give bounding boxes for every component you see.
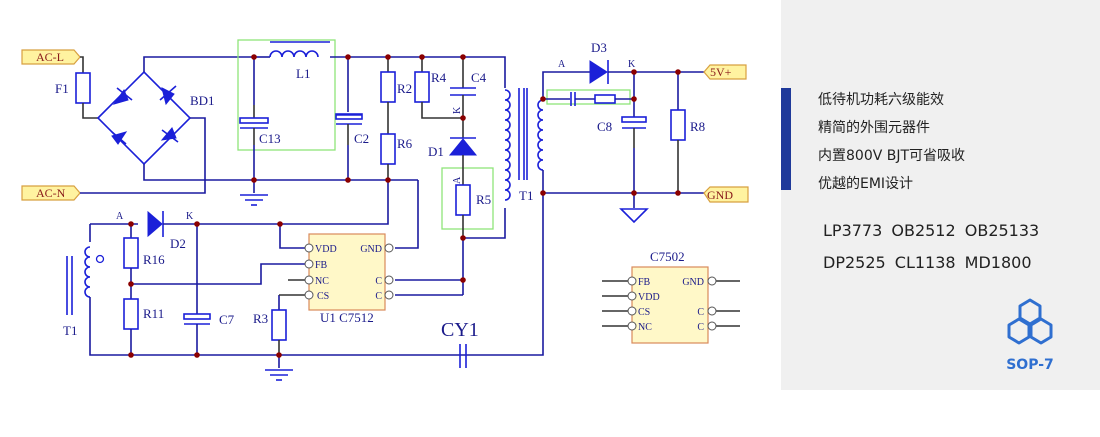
- u1-pin-c2: C: [375, 291, 382, 302]
- resistor-r8: [670, 109, 686, 141]
- d3-k-label: K: [628, 59, 636, 70]
- u1-pin-cs: CS: [317, 291, 329, 302]
- diode-d1: [448, 138, 478, 156]
- c2-label: C2: [354, 131, 369, 146]
- filter-highlight-box: [237, 39, 336, 151]
- r3-label: R3: [253, 311, 268, 326]
- compatible-parts-row: LP3773 OB2512 OB25133: [823, 221, 1040, 240]
- resistor-r16: [123, 237, 139, 269]
- c8-label: C8: [597, 119, 612, 134]
- u1-label: U1 C7512: [320, 310, 374, 325]
- bridge-rectifier-bd1: [96, 70, 192, 166]
- r2-label: R2: [397, 81, 412, 96]
- fuse-f1: [75, 72, 91, 104]
- diode-d3: [589, 60, 608, 84]
- r16-label: R16: [143, 252, 165, 267]
- l1-label: L1: [296, 66, 310, 81]
- transformer-t1-secondary: [537, 99, 544, 171]
- d2-label: D2: [170, 236, 186, 251]
- r11-label: R11: [143, 306, 164, 321]
- c13-label: C13: [259, 131, 281, 146]
- u1-pin-c1: C: [375, 276, 382, 287]
- u1-pin-gnd: GND: [360, 244, 382, 255]
- feature-panel: [781, 0, 1100, 390]
- c7502-label: C7502: [650, 249, 685, 264]
- resistor-r3: [271, 309, 287, 341]
- ic-c7502: FB VDD CS NC GND C C: [602, 266, 740, 344]
- resistor-r4: [414, 71, 430, 103]
- resistor-r11: [123, 298, 139, 330]
- t1-primary-label: T1: [519, 188, 533, 203]
- hexagon-logo-icon: [1007, 298, 1053, 345]
- transformer-t1-aux-winding: [84, 246, 91, 298]
- capacitor-c7: [183, 313, 211, 320]
- c7502-pin-fb: FB: [638, 277, 651, 288]
- c7502-pin-vdd: VDD: [638, 292, 660, 303]
- d1-label: D1: [428, 144, 444, 159]
- diode-d2: [147, 210, 163, 238]
- r6-label: R6: [397, 136, 413, 151]
- d3-a-label: A: [558, 59, 566, 70]
- d1-k-label: K: [452, 106, 463, 114]
- c7502-pin-c2: C: [697, 322, 704, 333]
- capacitor-c13: [239, 117, 269, 124]
- u1-pin-vdd: VDD: [315, 244, 337, 255]
- feature-item: 精简的外围元器件: [818, 120, 930, 136]
- capacitor-c8: [621, 116, 647, 123]
- compatible-parts-row: DP2525 CL1138 MD1800: [823, 253, 1032, 272]
- ac-l-port: AC-L: [21, 49, 81, 65]
- f1-label: F1: [55, 81, 69, 96]
- r4-label: R4: [431, 70, 447, 85]
- u1-pin-fb: FB: [315, 260, 328, 271]
- gnd-label: GND: [707, 188, 733, 202]
- resistor-r6: [380, 133, 396, 165]
- r8-label: R8: [690, 119, 705, 134]
- feature-item: 内置800V BJT可省吸收: [818, 148, 966, 164]
- bd1-label: BD1: [190, 93, 215, 108]
- r5-highlight-box: [441, 167, 494, 230]
- u1-pin-nc: NC: [315, 276, 329, 287]
- ac-n-port: AC-N: [21, 185, 81, 201]
- d2-a-label: A: [116, 211, 124, 222]
- d3-label: D3: [591, 40, 607, 55]
- transformer-t1-primary: [504, 89, 511, 201]
- resistor-r5: [455, 184, 471, 216]
- c7-label: C7: [219, 312, 235, 327]
- c7502-pin-c1: C: [697, 307, 704, 318]
- t1-aux-label: T1: [63, 323, 77, 338]
- c4-label: C4: [471, 70, 487, 85]
- c7502-pin-nc: NC: [638, 322, 652, 333]
- snubber-highlight-box: [546, 89, 631, 105]
- d1-a-label: A: [452, 176, 463, 184]
- inductor-l1: [269, 50, 319, 58]
- vout-5v-port: 5V+: [703, 64, 747, 80]
- accent-bar: [781, 88, 791, 190]
- flyback-schematic: AC-L AC-N F1 BD1 L1 C13 C2: [21, 39, 749, 381]
- cy1-label: CY1: [441, 319, 479, 341]
- snubber-resistor: [594, 94, 616, 104]
- r5-label: R5: [476, 192, 491, 207]
- ac-l-label: AC-L: [36, 50, 64, 64]
- resistor-r2: [380, 71, 396, 103]
- ac-n-label: AC-N: [36, 186, 66, 200]
- gnd-port: GND: [703, 186, 749, 203]
- ic-u1-c7512: VDD FB NC CS GND C C: [304, 233, 394, 311]
- ground-symbol: [265, 369, 293, 381]
- c7502-pin-gnd: GND: [682, 277, 704, 288]
- package-label: SOP-7: [1006, 357, 1054, 373]
- feature-item: 优越的EMI设计: [818, 176, 914, 192]
- vout-label: 5V+: [710, 65, 732, 79]
- c7502-pin-cs: CS: [638, 307, 650, 318]
- d2-k-label: K: [186, 211, 194, 222]
- ground-symbol: [240, 194, 268, 206]
- secondary-ground-symbol: [619, 208, 649, 224]
- junction-dots: [128, 54, 681, 358]
- feature-item: 低待机功耗六级能效: [818, 92, 944, 108]
